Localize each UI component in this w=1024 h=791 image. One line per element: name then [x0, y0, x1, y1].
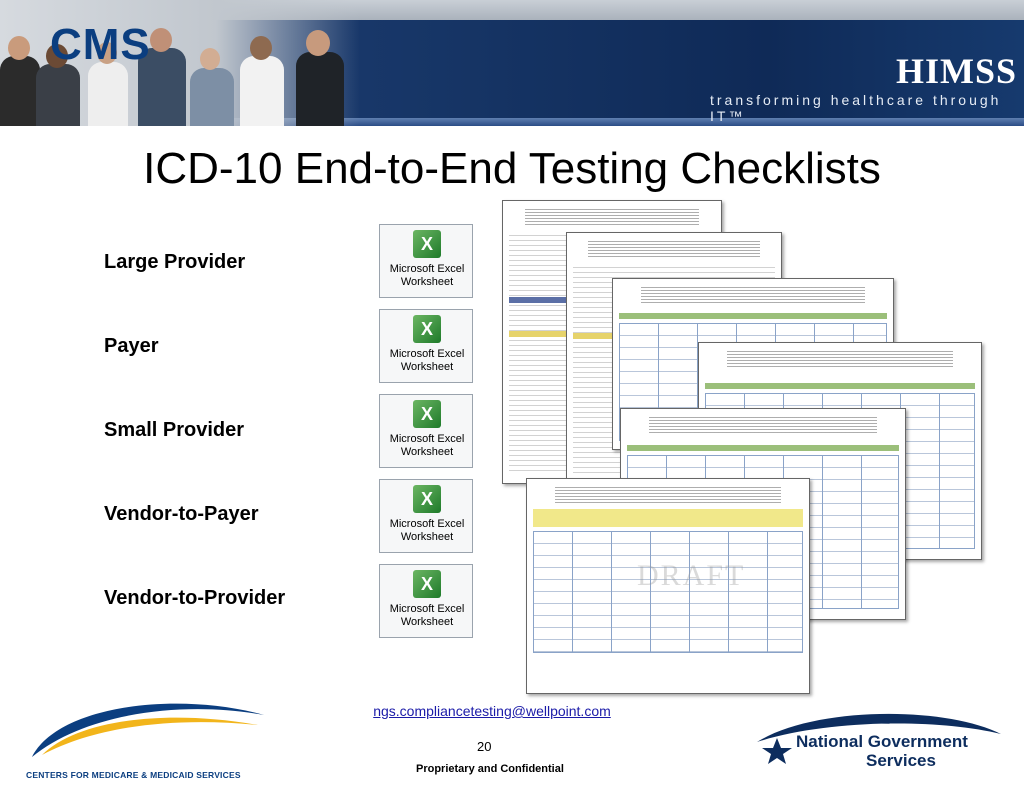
excel-worksheet-small-provider[interactable]: X Microsoft Excel Worksheet [379, 394, 473, 468]
excel-worksheet-icon: X [413, 485, 441, 513]
excel-label-line1: Microsoft Excel [389, 348, 465, 360]
ngs-logo-line2: Services [866, 751, 936, 770]
excel-label-line2: Worksheet [400, 531, 454, 543]
excel-worksheet-vendor-to-payer[interactable]: X Microsoft Excel Worksheet [379, 479, 473, 553]
himss-tagline: transforming healthcare through IT™ [710, 92, 1002, 124]
slide-title: ICD-10 End-to-End Testing Checklists [143, 144, 881, 193]
excel-label-line2: Worksheet [400, 276, 454, 288]
contact-email-link[interactable]: ngs.compliancetesting@wellpoint.com [373, 703, 611, 719]
himss-logo: HIMSS [896, 51, 1018, 91]
excel-worksheet-icon: X [413, 400, 441, 428]
label-vendor-to-provider: Vendor-to-Provider [104, 587, 286, 609]
document-thumbnail-6: DRAFT [526, 478, 810, 694]
header-banner: HIMSS transforming healthcare through IT… [0, 0, 1024, 126]
excel-worksheet-payer[interactable]: X Microsoft Excel Worksheet [379, 309, 473, 383]
excel-worksheet-icon: X [413, 315, 441, 343]
cms-caption: CENTERS FOR MEDICARE & MEDICAID SERVICES [26, 770, 241, 780]
excel-label-line1: Microsoft Excel [389, 263, 465, 275]
excel-label-line1: Microsoft Excel [389, 433, 465, 445]
ngs-logo-swoosh-icon [757, 713, 1001, 764]
excel-worksheet-icon: X [413, 570, 441, 598]
excel-label-line1: Microsoft Excel [389, 603, 465, 615]
label-large-provider: Large Provider [104, 251, 246, 273]
ngs-logo-line1: National Government [796, 732, 968, 751]
label-vendor-to-payer: Vendor-to-Payer [104, 503, 259, 525]
excel-label-line1: Microsoft Excel [389, 518, 465, 530]
excel-label-line2: Worksheet [400, 361, 454, 373]
draft-watermark: DRAFT [637, 559, 746, 592]
label-small-provider: Small Provider [104, 419, 245, 441]
header-photo-people [0, 0, 360, 126]
page-number: 20 [477, 739, 492, 754]
confidential-notice: Proprietary and Confidential [416, 763, 564, 775]
excel-label-line2: Worksheet [400, 616, 454, 628]
excel-worksheet-large-provider[interactable]: X Microsoft Excel Worksheet [379, 224, 473, 298]
cms-logo: CMS [50, 20, 151, 69]
excel-worksheet-icon: X [413, 230, 441, 258]
banner-bottom-strip [0, 118, 1024, 126]
cms-logo-swoosh-icon [32, 703, 264, 757]
label-payer: Payer [104, 335, 159, 357]
excel-worksheet-vendor-to-provider[interactable]: X Microsoft Excel Worksheet [379, 564, 473, 638]
excel-label-line2: Worksheet [400, 446, 454, 458]
